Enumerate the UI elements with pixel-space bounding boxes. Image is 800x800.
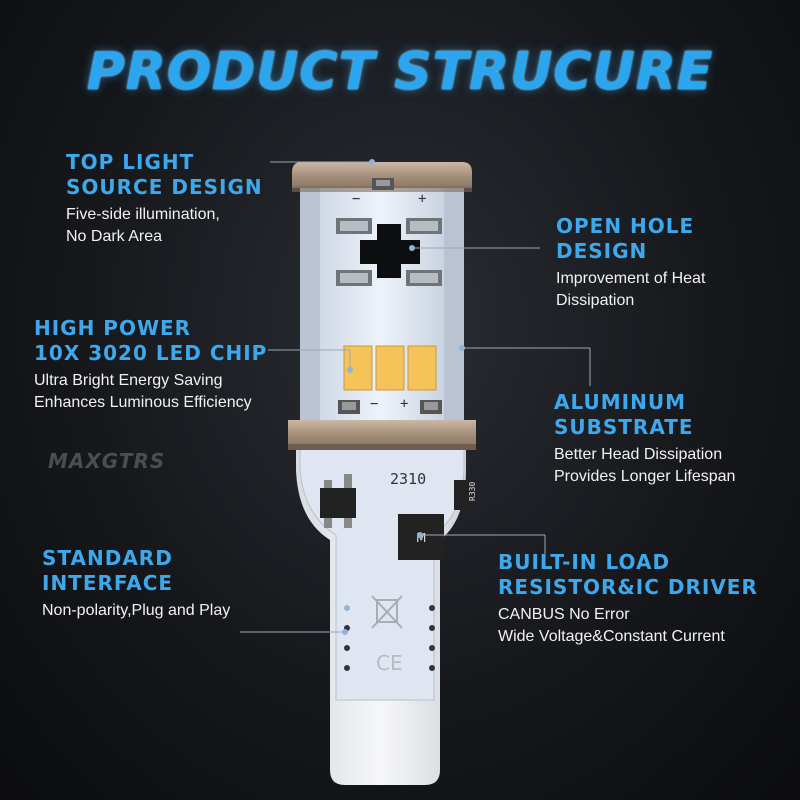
callout-desc: Provides Longer Lifespan xyxy=(554,468,736,485)
led-chip-2 xyxy=(375,345,405,391)
callout-desc: Ultra Bright Energy Saving xyxy=(34,372,223,389)
callout-heading: STANDARD xyxy=(42,546,173,570)
callout-heading: INTERFACE xyxy=(42,571,174,595)
callout-desc: Improvement of Heat xyxy=(556,270,706,287)
brand-watermark: MAXGTRS xyxy=(48,449,166,473)
callout-high-power: HIGH POWER 10X 3020 LED CHIP Ultra Brigh… xyxy=(34,316,267,414)
svg-text:R330: R330 xyxy=(468,482,477,501)
weee-bin-icon xyxy=(371,595,403,629)
open-hole xyxy=(360,224,420,278)
callout-desc: Non-polarity,Plug and Play xyxy=(42,602,231,619)
callout-heading: ALUMINUM xyxy=(554,390,686,414)
led-chip-3 xyxy=(407,345,437,391)
transistor xyxy=(320,474,356,528)
ce-mark: CE xyxy=(376,651,403,675)
callout-heading: SOURCE DESIGN xyxy=(66,175,263,199)
svg-text:M: M xyxy=(416,531,426,545)
callout-heading: HIGH POWER xyxy=(34,316,192,340)
callout-heading: TOP LIGHT xyxy=(66,150,195,174)
page-title: PRODUCT STRUCURE xyxy=(86,42,714,102)
top-plus-sign: + xyxy=(418,191,426,207)
callout-heading: 10X 3020 LED CHIP xyxy=(34,341,268,365)
callout-open-hole: OPEN HOLE DESIGN Improvement of Heat Dis… xyxy=(556,214,705,312)
bottom-minus-sign: − xyxy=(370,396,378,412)
board-code: 2310 xyxy=(390,470,426,488)
callout-heading: SUBSTRATE xyxy=(554,415,694,439)
callout-desc: Better Head Dissipation xyxy=(554,446,723,463)
callout-aluminum-substrate: ALUMINUM SUBSTRATE Better Head Dissipati… xyxy=(554,390,735,488)
callout-desc: Five-side illumination, xyxy=(66,206,220,223)
callout-heading: RESISTOR&IC DRIVER xyxy=(498,575,758,599)
callout-desc: No Dark Area xyxy=(66,228,163,245)
leader-lines xyxy=(240,159,591,635)
callout-heading: BUILT-IN LOAD xyxy=(498,550,671,574)
callout-heading: DESIGN xyxy=(556,239,648,263)
callout-builtin-driver: BUILT-IN LOAD RESISTOR&IC DRIVER CANBUS … xyxy=(498,550,758,648)
callout-desc: Dissipation xyxy=(556,292,635,309)
callout-heading: OPEN HOLE xyxy=(556,214,695,238)
top-cap xyxy=(292,162,472,188)
callout-desc: Wide Voltage&Constant Current xyxy=(498,628,725,645)
bottom-plus-sign: + xyxy=(400,396,408,412)
top-minus-sign: − xyxy=(352,191,360,207)
callout-desc: Enhances Luminous Efficiency xyxy=(34,394,252,411)
callout-standard-interface: STANDARD INTERFACE Non-polarity,Plug and… xyxy=(42,546,230,622)
callout-top-light: TOP LIGHT SOURCE DESIGN Five-side illumi… xyxy=(66,150,263,248)
bottom-cap xyxy=(288,420,476,446)
callout-desc: CANBUS No Error xyxy=(498,606,630,623)
resistor-r330: R330 xyxy=(454,480,477,510)
